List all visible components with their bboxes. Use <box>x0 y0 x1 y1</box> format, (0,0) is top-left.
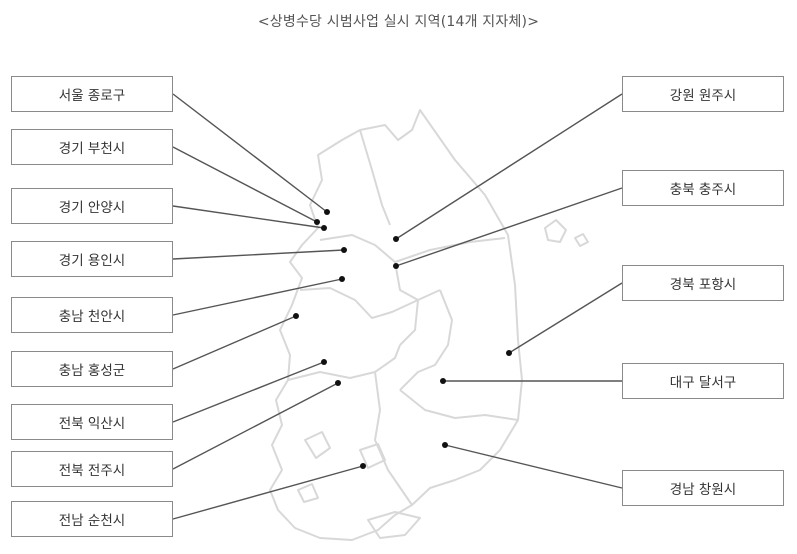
boundary-chungbuk <box>394 261 419 346</box>
leader-line-left-1 <box>172 146 318 223</box>
leader-line-left-2 <box>172 205 325 229</box>
location-dot-left-5 <box>293 313 299 319</box>
region-label-left-5: 충남 홍성군 <box>11 351 173 387</box>
location-dot-left-3 <box>341 247 347 253</box>
island-west-1 <box>304 431 331 459</box>
korea-map-outline <box>269 109 589 541</box>
region-label-left-0: 서울 종로구 <box>11 76 173 112</box>
leader-line-left-4 <box>172 278 343 316</box>
leader-line-left-0 <box>172 93 328 213</box>
boundary-chungcheong <box>299 287 441 319</box>
location-dots <box>293 209 512 469</box>
island-west-2 <box>359 443 386 469</box>
location-dot-left-6 <box>321 359 327 365</box>
boundary-gyeonggi-gangwon <box>359 129 391 226</box>
location-dot-left-1 <box>314 219 320 225</box>
leader-line-left-6 <box>172 361 325 423</box>
location-dot-left-2 <box>321 225 327 231</box>
island-dokdo <box>574 233 589 247</box>
boundary-gyeongnam <box>374 371 413 506</box>
region-label-right-4: 경남 창원시 <box>622 470 784 506</box>
leader-line-left-7 <box>172 382 339 470</box>
island-south-2 <box>367 511 421 539</box>
region-label-right-0: 강원 원주시 <box>622 76 784 112</box>
region-label-right-1: 충북 충주시 <box>622 170 784 206</box>
region-label-left-7: 전북 전주시 <box>11 451 173 487</box>
region-label-left-3: 경기 용인시 <box>11 241 173 277</box>
region-label-left-8: 전남 순천시 <box>11 501 173 537</box>
boundary-south <box>399 389 519 421</box>
location-dot-right-2 <box>506 350 512 356</box>
leader-lines <box>172 93 623 520</box>
region-label-left-6: 전북 익산시 <box>11 404 173 440</box>
region-label-left-4: 충남 천안시 <box>11 297 173 333</box>
leader-line-left-5 <box>172 315 297 370</box>
leader-line-right-0 <box>395 93 623 240</box>
location-dot-right-3 <box>440 378 446 384</box>
boundary-central <box>319 234 506 263</box>
leader-line-right-1 <box>395 187 623 267</box>
location-dot-left-7 <box>335 380 341 386</box>
boundary-jeolla <box>287 344 401 381</box>
diagram-title: <상병수당 시범사업 실시 지역(14개 지자체)> <box>257 14 540 30</box>
location-dot-left-8 <box>360 463 366 469</box>
leader-line-right-2 <box>508 282 623 354</box>
location-dot-right-1 <box>393 263 399 269</box>
boundary-gyeongbuk <box>399 289 453 391</box>
island-ulleung <box>544 219 567 243</box>
region-label-left-1: 경기 부천시 <box>11 129 173 165</box>
island-south-1 <box>297 483 319 503</box>
location-dot-right-0 <box>393 236 399 242</box>
region-label-left-2: 경기 안양시 <box>11 188 173 224</box>
region-label-right-3: 대구 달서구 <box>622 363 784 399</box>
location-dot-right-4 <box>442 442 448 448</box>
leader-line-right-4 <box>444 444 623 489</box>
leader-line-left-8 <box>172 465 364 520</box>
mainland-outline <box>269 109 523 541</box>
region-label-right-2: 경북 포항시 <box>622 265 784 301</box>
location-dot-left-0 <box>324 209 330 215</box>
location-dot-left-4 <box>339 276 345 282</box>
leader-line-left-3 <box>172 249 345 260</box>
